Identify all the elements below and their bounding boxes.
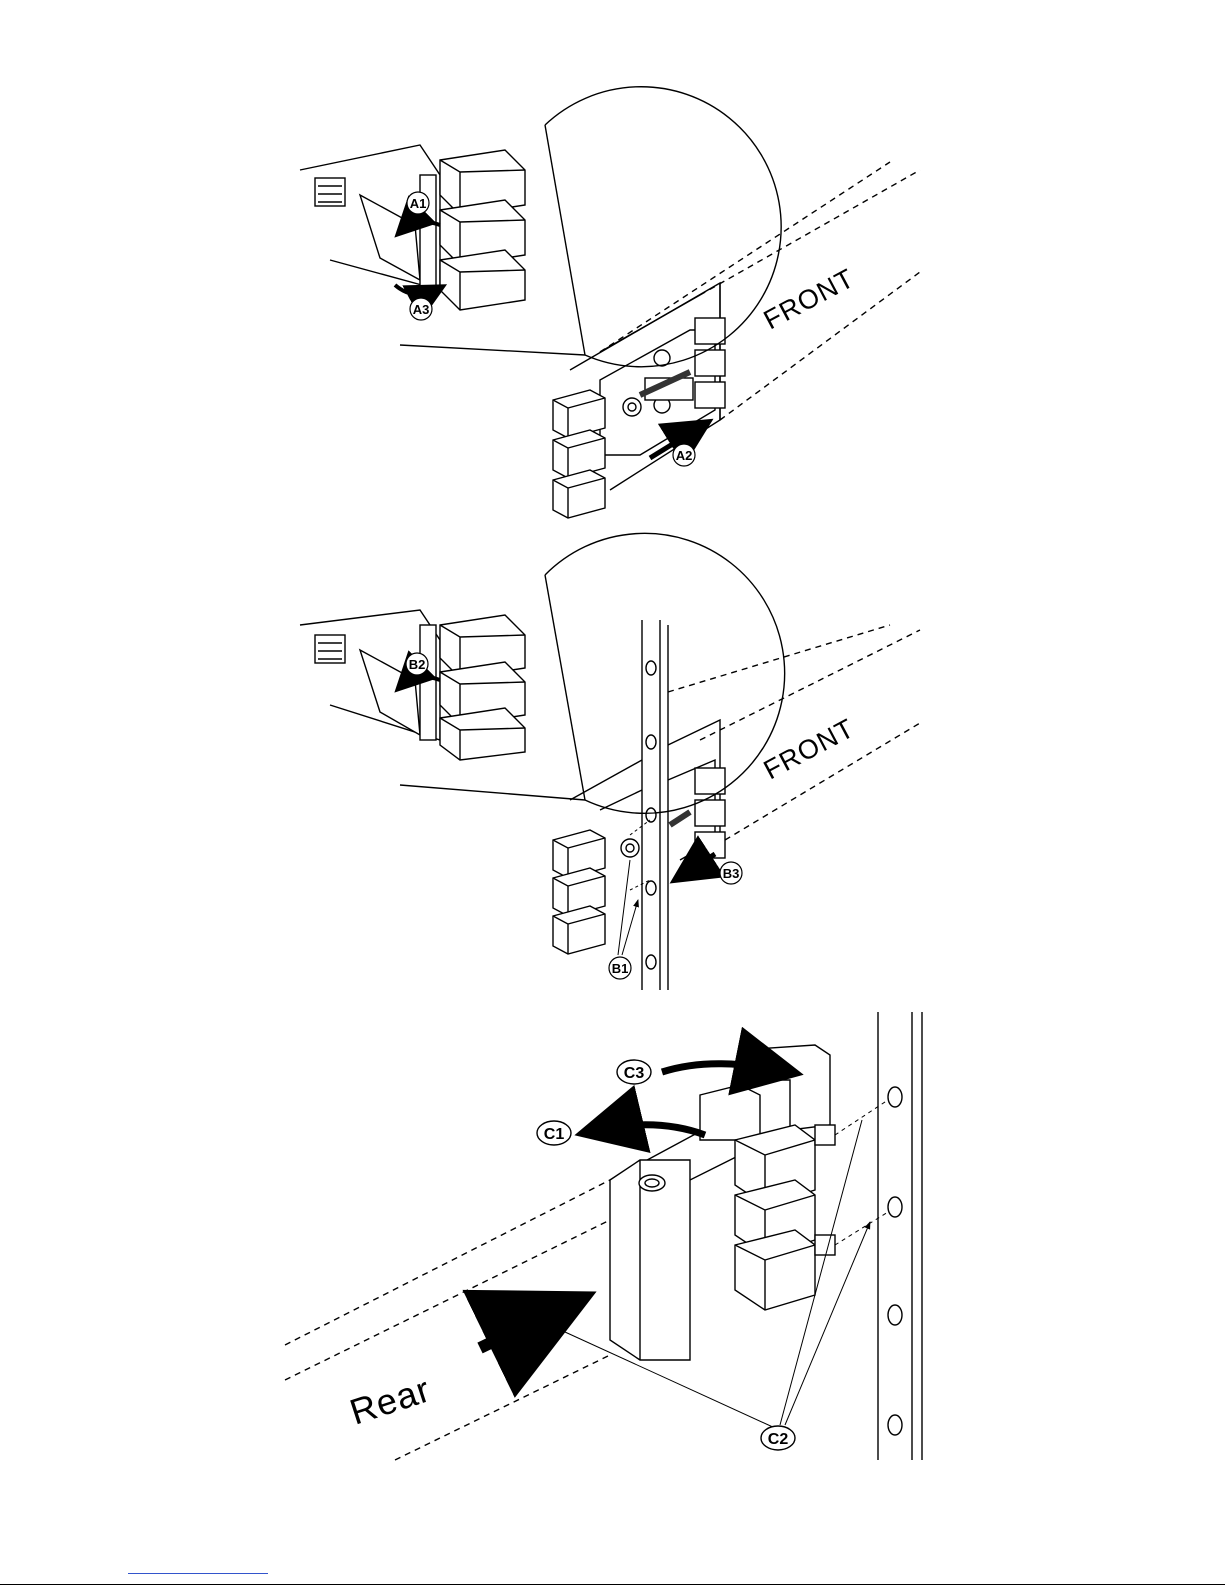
svg-text:A3: A3 [413, 302, 430, 317]
rail-b [570, 625, 920, 858]
callout-b1: B1 [609, 957, 631, 979]
callout-b3: B3 [720, 862, 742, 884]
tabs-a [695, 318, 725, 408]
callout-b2: B2 [406, 653, 428, 675]
callout-c2: C2 [761, 1426, 795, 1450]
rack-post-b [642, 620, 668, 990]
svg-text:C1: C1 [544, 1126, 565, 1143]
arrow-c3-icon [662, 1064, 790, 1072]
leader-b1 [618, 860, 638, 955]
svg-text:A2: A2 [676, 448, 693, 463]
svg-text:B1: B1 [612, 961, 629, 976]
pegs-a [553, 390, 605, 518]
callout-a3: A3 [410, 298, 432, 320]
rack-post-c [878, 1012, 922, 1460]
cubes-c [735, 1125, 835, 1310]
tabs-b [695, 768, 725, 858]
front-label-a: FRONT [759, 263, 860, 335]
arrow-c1-icon [588, 1125, 705, 1135]
svg-text:C3: C3 [624, 1065, 645, 1082]
callout-c3: C3 [617, 1060, 651, 1084]
callout-c1: C1 [537, 1121, 571, 1145]
footer-link-underline [128, 1573, 268, 1574]
pegs-b [553, 830, 605, 954]
callout-a1: A1 [407, 192, 429, 214]
callout-a2: A2 [673, 444, 695, 466]
svg-text:A1: A1 [410, 196, 427, 211]
svg-text:B2: B2 [409, 657, 426, 672]
svg-text:B3: B3 [723, 866, 740, 881]
panel-b [300, 533, 920, 990]
front-label-b: FRONT [759, 713, 860, 785]
svg-text:C2: C2 [768, 1431, 789, 1448]
rear-label-c: Rear [345, 1368, 436, 1432]
arrow-push-icon [480, 1302, 575, 1348]
